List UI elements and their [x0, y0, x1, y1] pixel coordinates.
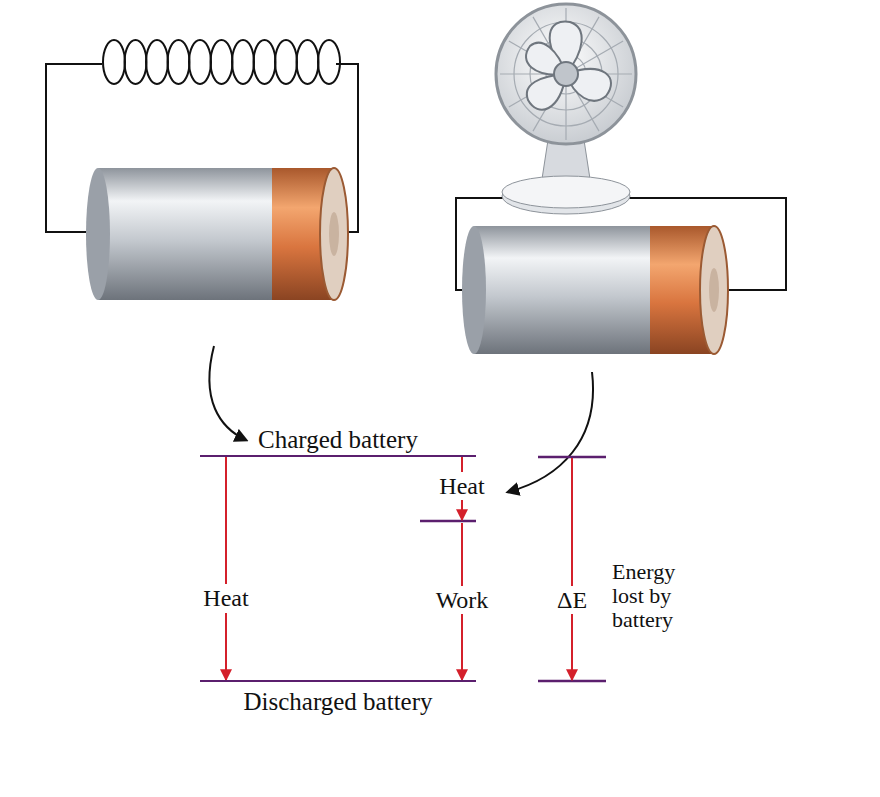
pointer-arrow: [209, 346, 593, 492]
energy-level: Charged battery: [200, 408, 476, 457]
coil-winding: [103, 40, 125, 84]
coil-winding: [189, 40, 211, 84]
level-label: Charged battery: [254, 424, 422, 456]
level-label: Discharged battery: [239, 686, 436, 718]
arrow-label: Heat: [200, 584, 251, 612]
coil-winding: [318, 40, 340, 84]
coil-winding: [297, 40, 319, 84]
annotation: Energy lost by battery: [612, 560, 708, 633]
energy-level: Discharged battery: [200, 680, 476, 732]
coil-winding: [211, 40, 233, 84]
arrow-label: Heat: [436, 472, 487, 500]
energy-arrow: [571, 458, 573, 680]
coil-winding: [254, 40, 276, 84]
energy-arrow: [225, 457, 227, 680]
coil-winding: [168, 40, 190, 84]
battery: [462, 226, 728, 354]
energy-level: [420, 457, 606, 681]
coil-winding: [275, 40, 297, 84]
coil-winding: [232, 40, 254, 84]
heating-coil: [103, 40, 340, 84]
coil-winding: [125, 40, 147, 84]
coil-winding: [146, 40, 168, 84]
battery: [86, 168, 348, 300]
arrow-label: ΔE: [554, 586, 590, 614]
electric-fan: [496, 4, 636, 214]
arrow-label: Work: [433, 586, 492, 614]
